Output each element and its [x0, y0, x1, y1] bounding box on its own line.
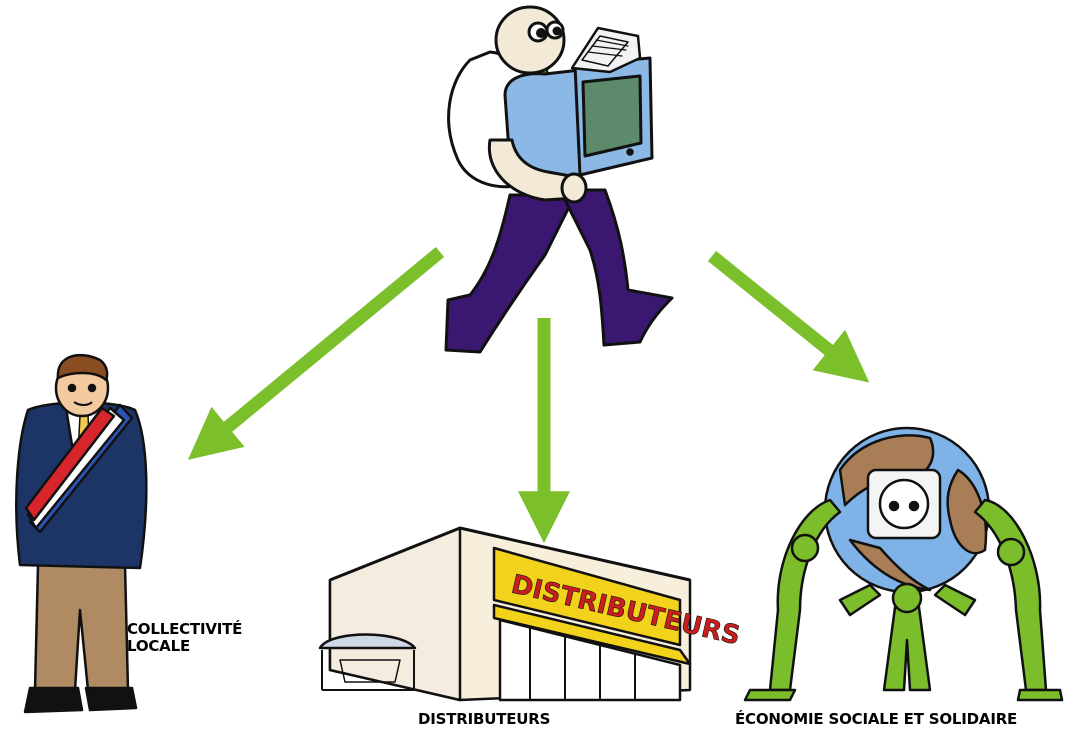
mayor-illustration — [16, 355, 146, 712]
person-carrying-monitor-illustration — [446, 7, 672, 352]
label-economie-sociale-solidaire: ÉCONOMIE SOCIALE ET SOLIDAIRE — [735, 711, 1017, 728]
arrow-to-collectivite — [212, 252, 440, 440]
globe-with-people-illustration — [745, 428, 1062, 700]
label-collectivite-line2: LOCALE — [127, 637, 190, 655]
arrow-to-ess — [712, 256, 845, 363]
label-collectivite-line1: COLLECTIVITÉ — [127, 620, 242, 638]
label-distributeurs: DISTRIBUTEURS — [418, 711, 550, 728]
store-illustration: DISTRIBUTEURS — [320, 528, 743, 700]
label-collectivite-locale: COLLECTIVITÉ LOCALE — [127, 621, 277, 655]
